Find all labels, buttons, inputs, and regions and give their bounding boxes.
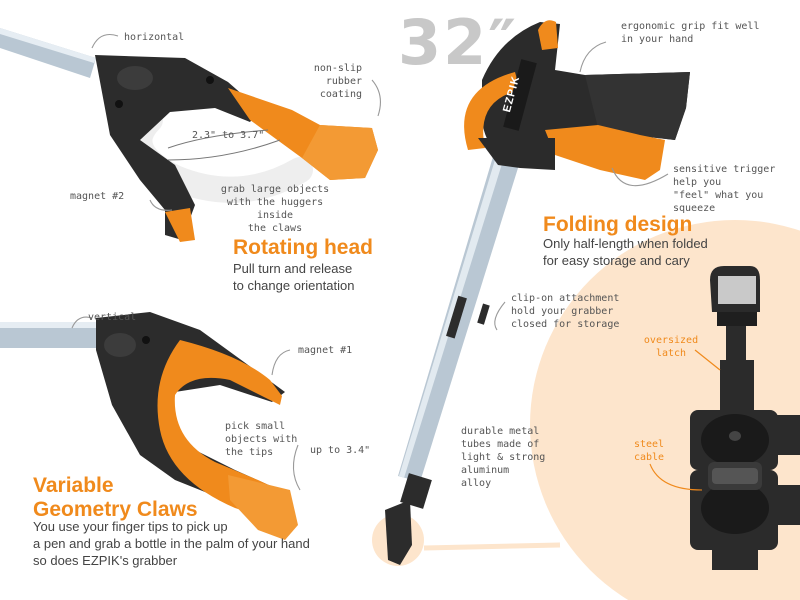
length-label: 32″ [398, 6, 518, 79]
note-oversized-latch: oversized latch [643, 335, 699, 359]
note-horizontal: horizontal [124, 32, 185, 43]
note-magnet-1: magnet #1 [298, 345, 353, 356]
folding-heading: Folding design [543, 213, 693, 236]
connector-line [423, 542, 561, 551]
note-sensitive-trigger: sensitive trigger help you "feel" what y… [673, 164, 776, 214]
note-metal-tubes: durable metal tubes made of light & stro… [461, 426, 546, 489]
note-rubber-coating: non-slip rubber coating [313, 63, 362, 100]
rotating-head-image [0, 28, 378, 242]
claws-description: You use your finger tips to pick up a pe… [33, 519, 310, 568]
claws-heading: Variable Geometry Claws [33, 474, 198, 521]
note-ergonomic-grip: ergonomic grip fit well in your hand [621, 21, 760, 45]
folding-description: Only half-length when folded for easy st… [543, 236, 708, 268]
note-steel-cable: steel cable [633, 439, 665, 463]
note-vertical: vertical [88, 312, 137, 323]
rotating-head-heading: Rotating head [233, 236, 373, 259]
latch-detail-image [690, 266, 800, 570]
annotation-arrows [71, 33, 703, 491]
grabber-pole-image [385, 20, 690, 565]
geometry-claws-image [0, 312, 298, 540]
note-grab-large: grab large objects with the huggers insi… [220, 184, 330, 234]
note-clip-on: clip-on attachment hold your grabber clo… [511, 293, 620, 330]
note-pick-small: pick small objects with the tips [225, 421, 298, 458]
note-opening-range-head: 2.3" to 3.7" [192, 130, 265, 141]
latch-pointer-line [694, 349, 721, 371]
note-opening-range-claws: up to 3.4" [310, 445, 371, 456]
rotating-head-description: Pull turn and release to change orientat… [233, 261, 355, 293]
note-magnet-2: magnet #2 [70, 191, 125, 202]
